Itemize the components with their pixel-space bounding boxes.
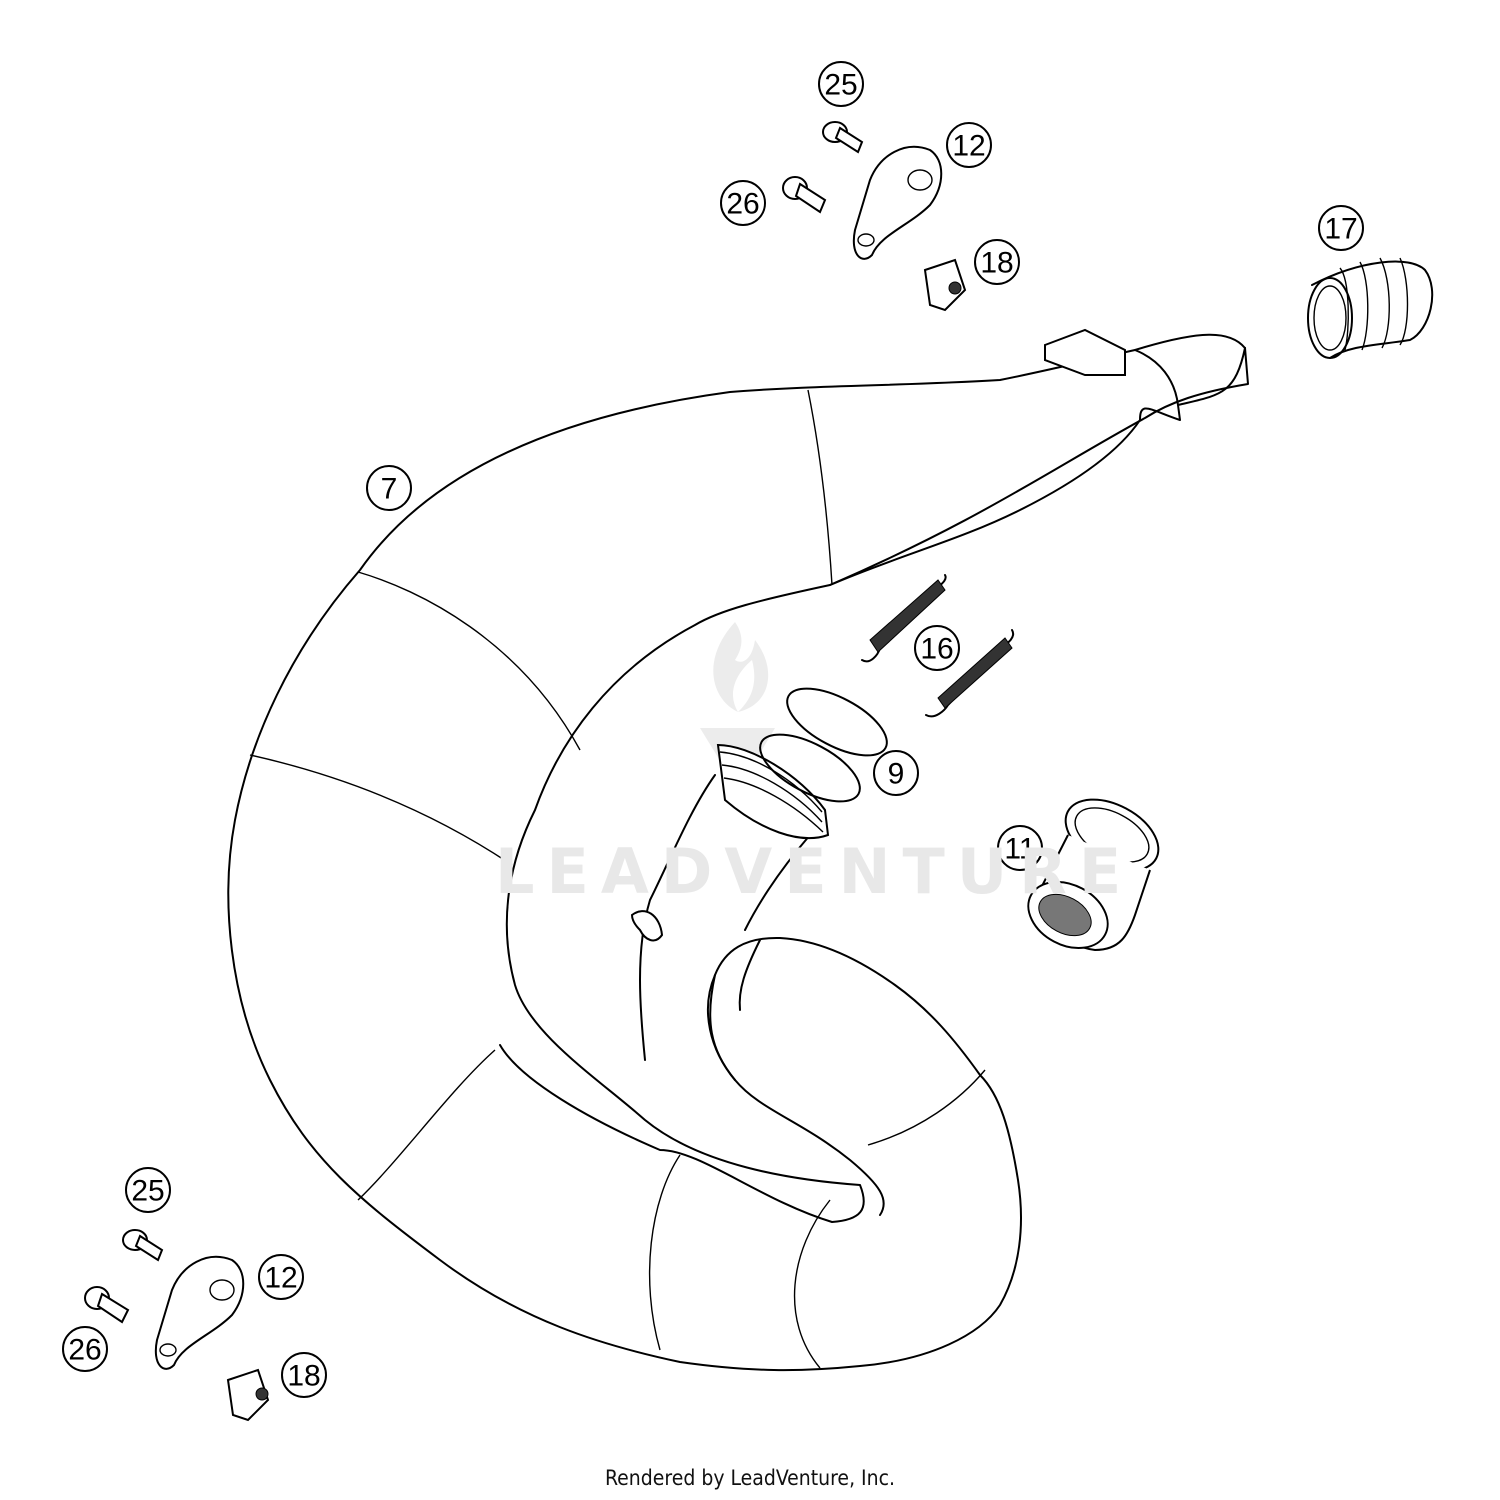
svg-text:26: 26	[726, 188, 759, 221]
callout-25-top: 25	[818, 61, 864, 107]
svg-text:18: 18	[287, 1360, 320, 1393]
watermark-text: LEADVENTURE	[495, 835, 1134, 908]
svg-text:26: 26	[68, 1334, 101, 1367]
callout-18-bottom: 18	[281, 1352, 327, 1398]
screw-25-bottom	[122, 1229, 164, 1262]
screw-26-bottom	[84, 1286, 130, 1324]
callout-25-bottom: 25	[125, 1167, 171, 1213]
callout-7: 7	[366, 465, 412, 511]
spring-16-lower	[925, 629, 1015, 718]
svg-text:12: 12	[264, 1262, 297, 1295]
callout-26-top: 26	[720, 180, 766, 226]
sleeve-17	[1307, 257, 1434, 359]
exhaust-pipe-7	[227, 328, 1249, 1372]
callout-18-top: 18	[974, 239, 1020, 285]
svg-text:7: 7	[381, 473, 398, 506]
screw-25-top	[822, 121, 864, 154]
callout-9: 9	[873, 750, 919, 796]
bracket-12-bottom	[154, 1255, 245, 1370]
callout-16: 16	[914, 625, 960, 671]
svg-text:25: 25	[131, 1175, 164, 1208]
spring-16-upper	[861, 574, 947, 663]
svg-text:16: 16	[920, 633, 953, 666]
callout-11: 11	[997, 825, 1043, 871]
callout-26-bottom: 26	[62, 1326, 108, 1372]
svg-text:18: 18	[980, 247, 1013, 280]
callout-17: 17	[1318, 205, 1364, 251]
clip-nut-18-bottom	[226, 1368, 270, 1422]
bracket-12-top	[852, 145, 943, 260]
callout-12-top: 12	[946, 122, 992, 168]
svg-text:11: 11	[1004, 833, 1035, 866]
callout-12-bottom: 12	[258, 1254, 304, 1300]
svg-text:9: 9	[888, 758, 905, 791]
svg-text:25: 25	[824, 69, 857, 102]
svg-text:12: 12	[952, 130, 985, 163]
svg-text:17: 17	[1324, 213, 1357, 246]
insert-11	[1027, 798, 1160, 952]
clip-nut-18-top	[923, 258, 967, 312]
screw-26-top	[782, 176, 827, 214]
gasket-9	[759, 687, 888, 803]
footer-credit: Rendered by LeadVenture, Inc.	[605, 1466, 895, 1490]
